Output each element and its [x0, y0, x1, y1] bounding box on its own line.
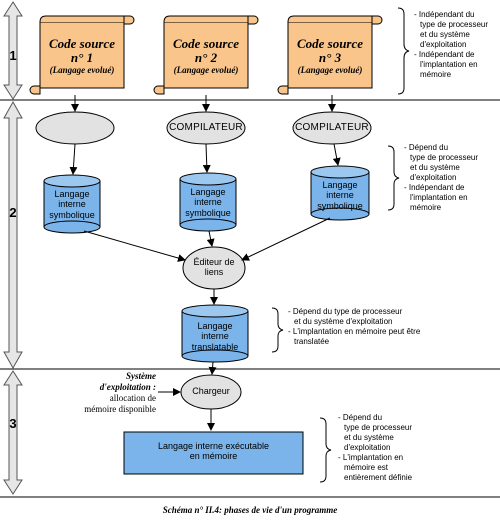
- note-line: type de processeur: [344, 423, 413, 432]
- phase-number-3: 3: [9, 416, 17, 431]
- note-line: type de processeur: [410, 153, 479, 162]
- phase-2-arrow: [3, 100, 23, 370]
- note-line: mémoire est: [344, 463, 389, 472]
- arrow-disk2-linker: [206, 230, 215, 247]
- arrow-disk-loader: [208, 361, 217, 375]
- source-subtitle: (Langage evolué): [49, 64, 115, 75]
- executable-box: [123, 431, 304, 475]
- source-title: Code source: [296, 36, 364, 51]
- arrow-compiler3-disk: [332, 143, 341, 166]
- source-subtitle: (Langage evolué): [173, 64, 239, 75]
- note-line: l'implantation en: [410, 193, 468, 202]
- scroll-2: [153, 15, 259, 95]
- disk-symbolic-1: [43, 174, 101, 234]
- brace-phase2: [387, 145, 400, 211]
- symbolic-label-1: Langage interne symbolique: [49, 189, 95, 220]
- note-line: translatée: [294, 337, 330, 346]
- scroll-1: [29, 15, 135, 95]
- note-line: l'implantation en: [420, 60, 478, 69]
- note-line: d'exploitation: [420, 40, 467, 49]
- arrow-disk3-linker: [241, 217, 331, 261]
- source-number: n° 1: [70, 50, 94, 66]
- note-line: mémoire: [420, 70, 452, 79]
- compiler-ellipse-1: [35, 111, 115, 145]
- brace-phase1: [397, 7, 410, 95]
- source-label-2: Code source n° 2 (Langage evolué): [164, 36, 248, 75]
- note-line: mémoire: [410, 203, 442, 212]
- note-linker: - Dépend du type de processeur et du sys…: [288, 307, 420, 347]
- linker-label: Éditeur de liens: [193, 257, 235, 278]
- note-line: d'exploitation: [410, 173, 457, 182]
- source-subtitle: (Langage evolué): [297, 64, 363, 75]
- arrow-compiler1-disk: [69, 143, 78, 175]
- phase-number-2: 2: [9, 205, 17, 220]
- note-line: - Dépend du: [338, 413, 383, 422]
- note-phase2: - Dépend du type de processeur et du sys…: [404, 143, 478, 213]
- executable-label: Langage interne exécutable en mémoire: [157, 441, 270, 462]
- source-scrolls: [29, 15, 383, 95]
- source-label-1: Code source n° 1 (Langage evolué): [40, 36, 124, 75]
- note-line: d'exploitation: [344, 443, 391, 452]
- loader-label: Chargeur: [192, 386, 230, 396]
- note-line: - Indépendant de: [404, 183, 465, 192]
- translatable-label: Langage interne translatable: [191, 321, 239, 352]
- compiler-ellipse-3: [292, 111, 372, 145]
- arrow-disk1-linker: [83, 230, 186, 262]
- disk-symbolic-2: [179, 172, 237, 232]
- note-line: et du système: [420, 30, 470, 39]
- note-line: - Dépend du: [404, 143, 449, 152]
- note-phase3: - Dépend du type de processeur et du sys…: [338, 413, 412, 483]
- arrow-compiler2-disk: [202, 143, 211, 173]
- source-title: Code source: [172, 36, 240, 51]
- system-label: Système d'exploitation : allocation de m…: [60, 371, 156, 415]
- note-line: et du système d'exploitation: [294, 317, 393, 326]
- note-line: et du système: [410, 163, 460, 172]
- note-line: entièrement définie: [344, 473, 413, 482]
- compiler-label-3: COMPILATEUR: [295, 122, 369, 133]
- symbolic-label-3: Langage interne symbolique: [317, 180, 363, 211]
- note-line: - L'implantation en mémoire peut être: [288, 327, 421, 336]
- disk-translatable: [181, 304, 249, 363]
- note-line: - L'implantation en: [338, 453, 404, 462]
- system-text: allocation de mémoire disponible: [84, 393, 156, 414]
- symbolic-label-2: Langage interne symbolique: [185, 187, 231, 218]
- phase-1-arrow: [3, 1, 23, 100]
- phase-3-arrow: [3, 370, 23, 495]
- brace-phase3: [319, 417, 332, 483]
- compiler-label-2: COMPILATEUR: [169, 122, 243, 133]
- note-line: - Indépendant de: [414, 50, 475, 59]
- note-phase1: - Indépendant du type de processeur et d…: [414, 10, 488, 80]
- note-line: - Dépend du type de processeur: [288, 307, 403, 316]
- phase-number-1: 1: [9, 48, 17, 63]
- source-title: Code source: [48, 36, 116, 51]
- figure-caption: Schéma n° II.4: phases de vie d'un progr…: [162, 505, 338, 515]
- note-line: - Indépendant du: [414, 10, 475, 19]
- scroll-3: [277, 15, 383, 95]
- system-title: Système d'exploitation :: [99, 371, 156, 392]
- disk-symbolic-3: [310, 165, 370, 221]
- source-number: n° 2: [194, 50, 218, 66]
- brace-linker: [271, 307, 284, 353]
- note-line: et du système: [344, 433, 394, 442]
- source-number: n° 3: [318, 50, 342, 66]
- source-label-3: Code source n° 3 (Langage evolué): [288, 36, 372, 75]
- note-line: type de processeur: [420, 20, 489, 29]
